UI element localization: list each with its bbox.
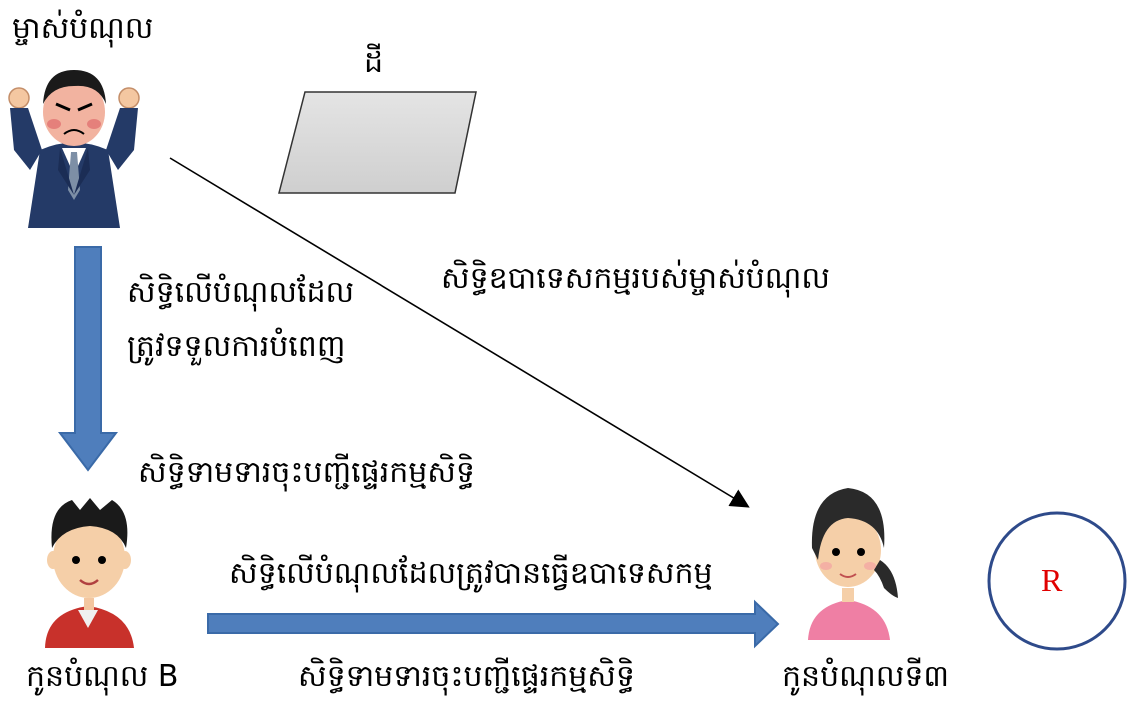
land-shape bbox=[278, 91, 477, 194]
third-party-figure bbox=[808, 488, 898, 640]
land-label: ដី bbox=[364, 45, 384, 80]
avoidance-arrow bbox=[169, 157, 750, 508]
right-to-claim-label-line1: សិទ្ធិលើបំណុលដែល bbox=[127, 275, 355, 310]
r-circle bbox=[987, 511, 1127, 651]
creditor-avoidance-right-label: សិទ្ធិឧបាទេសកម្មរបស់ម្ចាស់បំណុល bbox=[441, 261, 830, 296]
creditor-figure bbox=[8, 70, 140, 228]
vertical-block-arrow bbox=[57, 246, 119, 472]
registration-right-label-upper: សិទ្ធិទាមទារចុះបញ្ជីផ្ទេរកម្មសិទ្ធិ bbox=[138, 455, 475, 490]
third-party-label: កូនបំណុលទី៣ bbox=[782, 659, 949, 694]
debtor-b-figure bbox=[45, 498, 134, 648]
right-to-claim-label-line2: ត្រូវទទួលការបំពេញ bbox=[127, 329, 346, 364]
creditor-label: ម្ចាស់បំណុល bbox=[12, 11, 154, 46]
debtor-b-label: កូនបំណុល B bbox=[26, 659, 179, 694]
horizontal-block-arrow bbox=[207, 599, 780, 649]
avoided-right-label: សិទ្ធិលើបំណុលដែលត្រូវបានធ្វើឧបាទេសកម្ម bbox=[229, 556, 713, 591]
registration-right-label-lower: សិទ្ធិទាមទារចុះបញ្ជីផ្ទេរកម្មសិទ្ធិ bbox=[298, 659, 635, 694]
r-letter: R bbox=[1041, 562, 1063, 598]
